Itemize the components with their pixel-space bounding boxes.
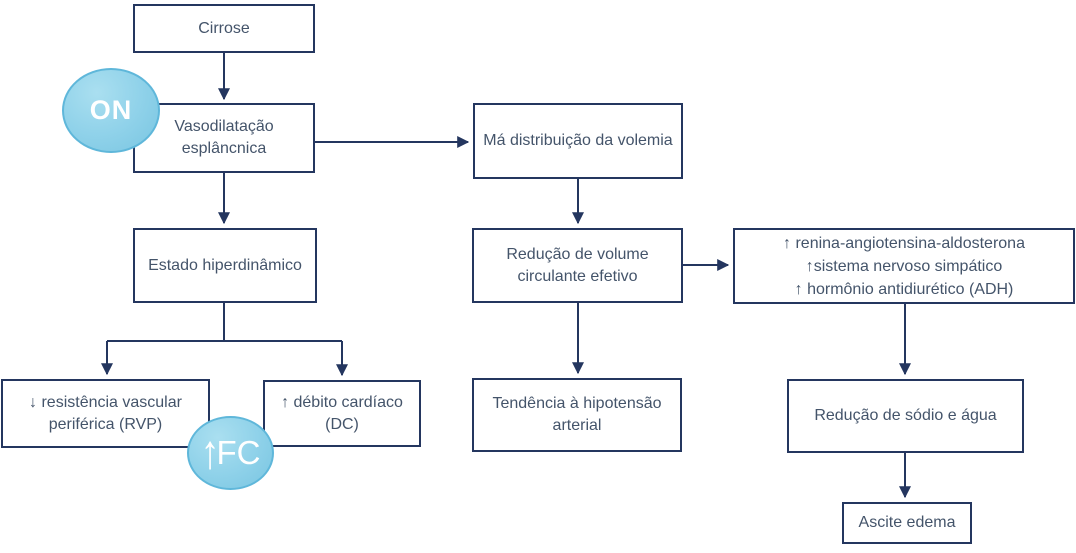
node-cirrose: Cirrose bbox=[133, 4, 315, 53]
fc-badge: ↑ FC bbox=[187, 416, 274, 490]
node-vasodilatacao: Vasodilatação esplâncnica bbox=[133, 103, 315, 173]
node-reducao-sodio-label: Redução de sódio e água bbox=[814, 407, 997, 424]
neurohumoral-line-renina: ↑ renina-angiotensina-aldosterona bbox=[783, 234, 1025, 252]
node-debito-cardiaco: ↑ débito cardíaco (DC) bbox=[263, 380, 421, 447]
node-vasodilatacao-label: Vasodilatação esplâncnica bbox=[174, 118, 274, 157]
node-reducao-sodio: Redução de sódio e água bbox=[787, 379, 1024, 453]
up-arrow-icon: ↑ bbox=[200, 426, 220, 479]
fc-badge-label: FC bbox=[216, 434, 261, 471]
node-estado-hiperdinamico-label: Estado hiperdinâmico bbox=[148, 256, 302, 274]
node-rvp-label: ↓ resistência vascular periférica (RVP) bbox=[29, 393, 182, 433]
node-reducao-volume: Redução de volume circulante efetivo bbox=[472, 228, 683, 303]
neurohumoral-line-simpatico: ↑sistema nervoso simpático bbox=[805, 257, 1003, 275]
node-ascite-edema: Ascite edema bbox=[842, 502, 972, 544]
node-ascite-edema-label: Ascite edema bbox=[858, 514, 956, 531]
on-badge: ON bbox=[62, 68, 160, 153]
node-estado-hiperdinamico: Estado hiperdinâmico bbox=[133, 228, 317, 303]
node-cirrose-label: Cirrose bbox=[198, 19, 250, 37]
node-hipotensao: Tendência à hipotensão arterial bbox=[472, 378, 682, 452]
node-reducao-volume-label: Redução de volume circulante efetivo bbox=[506, 245, 649, 285]
neurohumoral-line-adh: ↑ hormônio antidiurético (ADH) bbox=[794, 280, 1014, 298]
node-hipotensao-label: Tendência à hipotensão arterial bbox=[492, 395, 662, 434]
node-ma-distribuicao: Má distribuição da volemia bbox=[473, 103, 683, 179]
node-debito-cardiaco-label: ↑ débito cardíaco (DC) bbox=[281, 393, 403, 433]
on-badge-label: ON bbox=[89, 95, 133, 125]
connector-estado-split bbox=[107, 303, 342, 342]
node-rvp: ↓ resistência vascular periférica (RVP) bbox=[1, 379, 210, 448]
node-ativacao-neurohumoral: ↑ renina-angiotensina-aldosterona ↑siste… bbox=[733, 228, 1075, 304]
node-ma-distribuicao-label: Má distribuição da volemia bbox=[483, 132, 673, 149]
